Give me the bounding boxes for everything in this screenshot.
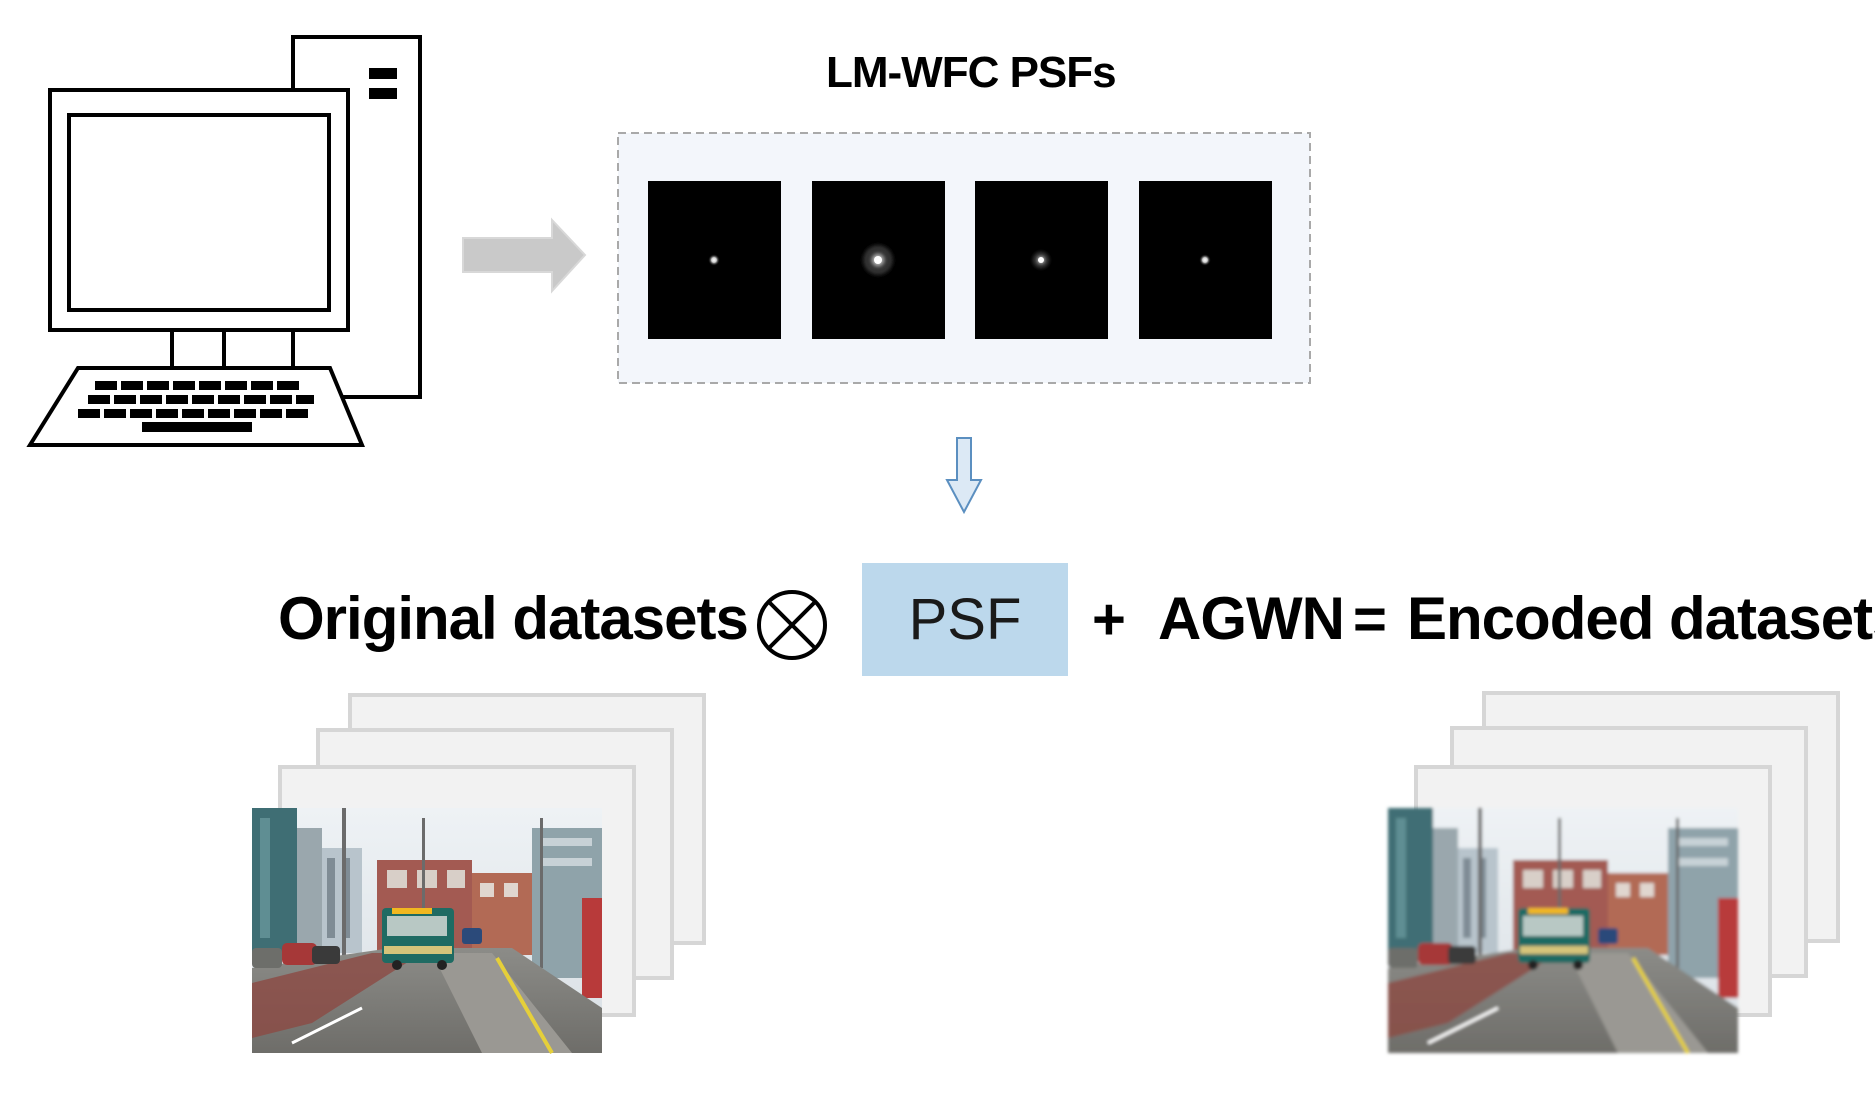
psf-tile-1 <box>648 181 781 339</box>
original-dataset-stack <box>250 693 706 1055</box>
computer-icon <box>26 35 422 447</box>
psf-tile-3 <box>975 181 1108 339</box>
street-photo-icon <box>1386 806 1740 1055</box>
psf-panel-title: LM-WFC PSFs <box>826 48 1117 97</box>
encoded-datasets-label: Encoded datasets <box>1407 585 1875 652</box>
street-photo-icon <box>250 806 604 1055</box>
psf-panel <box>617 132 1311 384</box>
agwn-label: AGWN <box>1158 585 1345 652</box>
original-datasets-label: Original datasets <box>278 585 749 652</box>
down-arrow-icon <box>945 437 983 515</box>
psf-kernel-label: PSF <box>908 587 1022 652</box>
psf-tile-4 <box>1139 181 1272 339</box>
equals-sign: = <box>1353 587 1387 652</box>
plus-sign: + <box>1092 587 1126 652</box>
convolution-icon <box>757 590 827 660</box>
encoded-dataset-stack <box>1386 691 1840 1055</box>
psf-kernel-box: PSF <box>862 563 1068 676</box>
right-arrow-icon <box>462 217 587 294</box>
psf-tile-2 <box>812 181 945 339</box>
